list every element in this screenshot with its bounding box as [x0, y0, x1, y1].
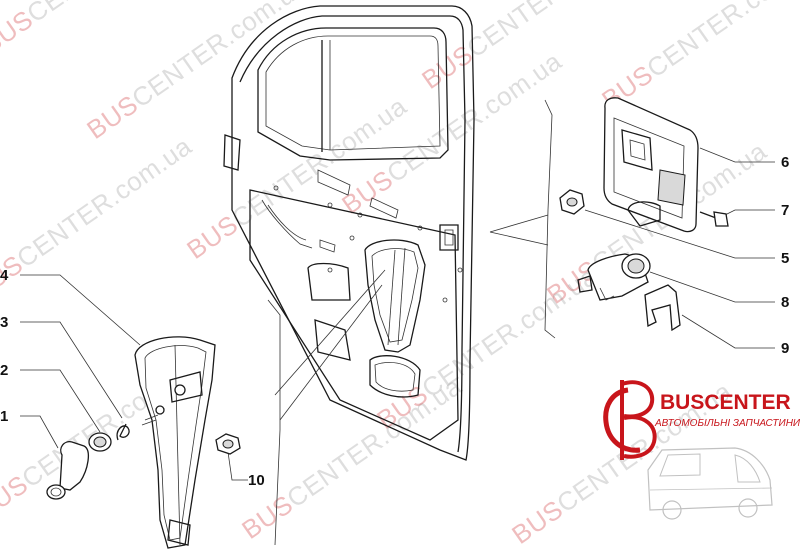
part-9-bracket [644, 284, 681, 332]
callout-8: 8 [781, 294, 789, 311]
callout-6: 6 [781, 154, 789, 171]
callout-4: 4 [0, 267, 9, 284]
part-7-screw [699, 211, 729, 227]
part-3-clip [116, 423, 130, 441]
callout-10: 10 [248, 472, 265, 489]
part-6-trim-panel [603, 97, 699, 233]
part-1-handle [46, 441, 90, 500]
part-10-nut [215, 433, 241, 455]
part-2-washer [88, 432, 112, 452]
logo-name: BUSCENTER [660, 391, 791, 414]
part-8-lock-cylinder [577, 253, 651, 301]
part-5-nut [559, 189, 585, 215]
buscenter-logo: BUSCENTER АВТОМОБІЛЬНІ ЗАПЧАСТИНИ [603, 380, 800, 520]
logo-tagline: АВТОМОБІЛЬНІ ЗАПЧАСТИНИ [654, 418, 800, 429]
callout-1: 1 [0, 408, 8, 425]
svg-text:BUSCENTER.com.ua: BUSCENTER.com.ua [0, 0, 207, 60]
callout-labels: 4 3 2 1 10 6 7 5 8 9 [0, 154, 789, 489]
door-panel [223, 5, 475, 461]
svg-text:BUSCENTER.com.ua: BUSCENTER.com.ua [0, 131, 197, 305]
svg-text:BUSCENTER.com.ua: BUSCENTER.com.ua [596, 0, 800, 115]
van-icon [647, 447, 773, 520]
callout-5: 5 [781, 250, 789, 267]
logo-emblem-icon [603, 380, 657, 460]
leader-lines [20, 99, 775, 546]
callout-7: 7 [781, 202, 789, 219]
callout-9: 9 [781, 340, 789, 357]
svg-text:BUSCENTER.com.ua: BUSCENTER.com.ua [81, 0, 312, 145]
callout-3: 3 [0, 314, 8, 331]
part-4-window-regulator [134, 336, 216, 549]
callout-2: 2 [0, 362, 8, 379]
